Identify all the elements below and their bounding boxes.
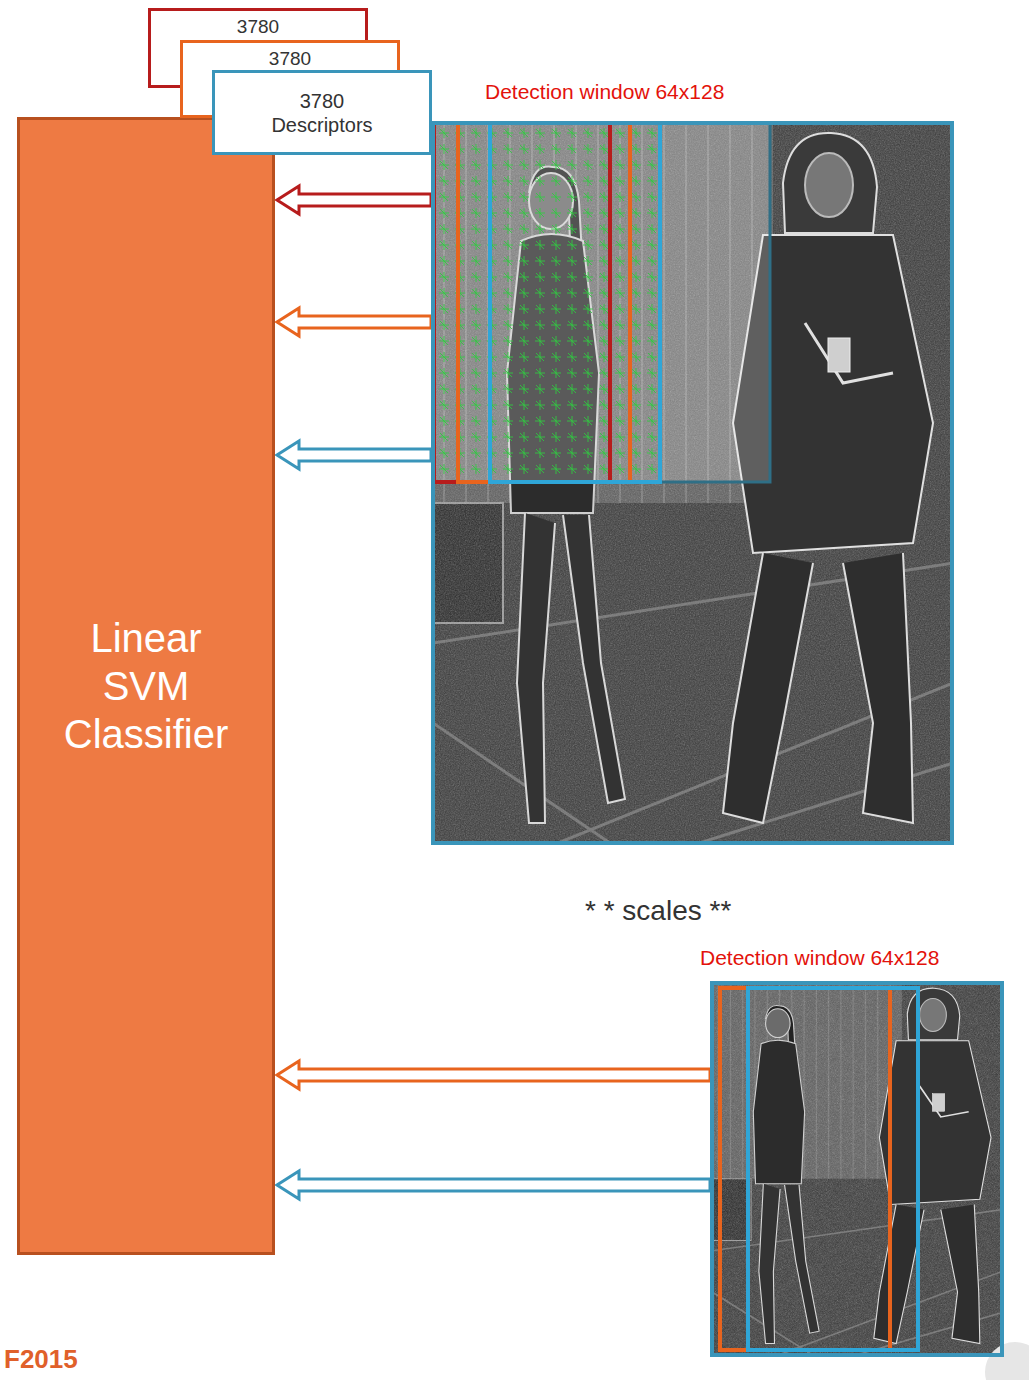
image-frame: Detection window 64x128 <box>431 121 954 845</box>
descriptor-box: 3780 Descriptors <box>212 70 432 155</box>
hollow-arrow <box>277 1061 710 1089</box>
street-photo-scaled <box>712 983 1002 1355</box>
page-dot <box>985 1342 1029 1380</box>
window-label: Detection window 64x128 <box>700 945 939 970</box>
region-outline <box>433 123 770 482</box>
window-label: Detection window 64x128 <box>485 79 724 104</box>
detection-window <box>434 123 610 482</box>
box-text: 3780 <box>269 48 311 71</box>
hollow-arrow <box>277 1171 710 1199</box>
highlight-region <box>433 123 770 482</box>
box-text: Linear SVM Classifier <box>56 614 236 758</box>
scale-note: * * scales ** <box>585 895 731 927</box>
street-photo <box>433 123 952 843</box>
hollow-arrow <box>277 308 431 336</box>
detection-window <box>490 123 660 482</box>
hollow-arrow <box>277 441 431 469</box>
detection-window <box>748 988 918 1350</box>
image-frame: Detection window 64x128 <box>710 981 1004 1357</box>
slide-footer: F2015 <box>4 1344 78 1375</box>
box-text: 3780 Descriptors <box>260 89 385 137</box>
box-text: 3780 <box>237 16 279 39</box>
hog-glyphs <box>436 125 660 480</box>
detection-window <box>458 123 630 482</box>
classifier-box: Linear SVM Classifier <box>17 117 275 1255</box>
detection-window <box>720 988 890 1350</box>
hollow-arrow <box>277 186 431 214</box>
